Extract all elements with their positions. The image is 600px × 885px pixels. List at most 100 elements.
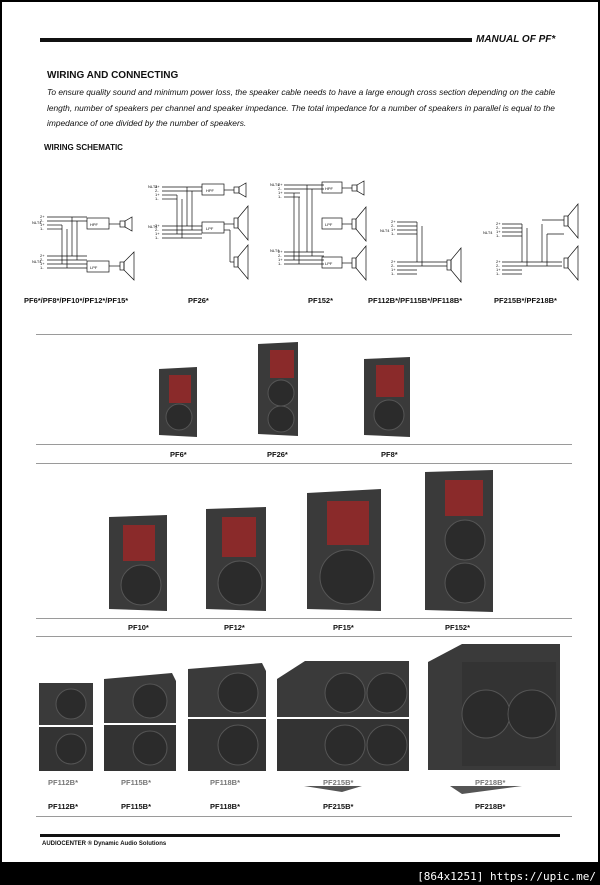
pin-label: 2+ (155, 223, 160, 228)
pin-label: 2- (496, 225, 500, 230)
connector-label-1a: NLT4 (32, 220, 42, 225)
connector-label-2b: NLT4 (148, 224, 158, 229)
product-label: PF6* (170, 450, 187, 459)
pin-label: 2- (391, 223, 395, 228)
pin-label: 2+ (40, 253, 45, 258)
schematic-caption: PF152* (308, 296, 334, 305)
connector-label-1b: NLT4 (32, 259, 42, 264)
reflection-label: PF215B* (323, 778, 354, 787)
schematic-caption: PF215B*/PF218B* (494, 296, 557, 305)
reflection-label: PF218B* (475, 778, 506, 787)
reflection-shadows (304, 786, 522, 794)
pin-label: 1- (278, 194, 282, 199)
reflection-label: PF118B* (210, 778, 241, 787)
pin-label: 1+ (155, 231, 160, 236)
footer-text: AUDIOCENTER ® Dynamic Audio Solutions (42, 841, 167, 847)
pin-label: 1+ (391, 227, 396, 232)
divider (36, 334, 572, 335)
subwoofer-pf115b (104, 673, 176, 771)
pin-label: 1+ (391, 267, 396, 272)
product-label: PF26* (267, 450, 288, 459)
speaker-pf15 (307, 489, 381, 611)
product-label: PF12* (224, 623, 245, 632)
pin-label: 2+ (278, 182, 283, 187)
pin-label: 2+ (391, 259, 396, 264)
pin-label: 1+ (40, 261, 45, 266)
pin-label: 1+ (40, 222, 45, 227)
connector-label-3b: NLT4 (270, 248, 280, 253)
product-label: PF115B* (121, 802, 152, 811)
product-label: PF118B* (210, 802, 241, 811)
schematic-title: WIRING SCHEMATIC (44, 143, 123, 152)
product-label: PF152* (445, 623, 471, 632)
pin-label: 1+ (496, 229, 501, 234)
speaker-pf26 (258, 342, 298, 436)
speaker-pf8 (364, 357, 410, 437)
pin-label: 1- (40, 226, 44, 231)
product-label: PF15* (333, 623, 354, 632)
divider (36, 618, 572, 619)
pin-label: 1- (155, 196, 159, 201)
subwoofer-pf218b (428, 644, 560, 770)
divider (36, 636, 572, 637)
divider (36, 444, 572, 445)
footer-rule (40, 834, 560, 837)
intro-paragraph: To ensure quality sound and minimum powe… (47, 87, 556, 128)
pin-label: 2+ (278, 249, 283, 254)
watermark: [864x1251] https://upic.me/ (417, 870, 596, 883)
schematic-caption: PF26* (188, 296, 209, 305)
lpf-label-1: LPF (90, 265, 98, 270)
reflection-label: PF112B* (48, 778, 79, 787)
schematic-pf26 (162, 182, 249, 280)
product-label: PF112B* (48, 802, 79, 811)
product-label: PF215B* (323, 802, 354, 811)
pin-label: 1- (278, 261, 282, 266)
lpf-label-2: LPF (206, 226, 214, 231)
pin-label: 2- (278, 253, 282, 258)
pin-label: 2- (391, 263, 395, 268)
pin-label: 2- (155, 188, 159, 193)
connector-label-5: NLT4 (483, 230, 493, 235)
subwoofer-pf215b (277, 661, 409, 771)
subwoofer-pf118b (188, 663, 266, 771)
pin-label: 1- (496, 271, 500, 276)
pin-label: 1+ (278, 257, 283, 262)
manual-page: MANUAL OF PF* WIRING AND CONNECTING To e… (2, 2, 598, 862)
pin-label: 2+ (496, 221, 501, 226)
pin-label: 2+ (496, 259, 501, 264)
speaker-pf6 (159, 367, 197, 437)
lpf-label-3b: LPF (325, 261, 333, 266)
connector-label-2a: NLT4 (148, 184, 158, 189)
product-label: PF8* (381, 450, 398, 459)
section-title: WIRING AND CONNECTING (47, 70, 179, 81)
product-label: PF10* (128, 623, 149, 632)
wiring-schematic: NLT4 NLT4 HPF LPF NLT4 NLT4 HPF LPF NLT4… (32, 180, 579, 283)
schematic-pf152 (284, 180, 367, 281)
pin-label: 2+ (155, 184, 160, 189)
pin-label: 2- (496, 263, 500, 268)
header-title: MANUAL OF PF* (476, 34, 556, 45)
pin-label: 2- (40, 218, 44, 223)
schematic-caption: PF112B*/PF115B*/PF118B* (368, 296, 463, 305)
product-label: PF218B* (475, 802, 506, 811)
pin-label: 2+ (40, 214, 45, 219)
pin-label: 1+ (155, 192, 160, 197)
connector-label-3a: NLT4 (270, 182, 280, 187)
pin-label: 2- (278, 186, 282, 191)
schematic-pf112b (397, 221, 462, 283)
lpf-label-3a: LPF (325, 222, 333, 227)
schematic-two-way (47, 216, 135, 281)
hpf-label-2: HPF (206, 188, 215, 193)
schematic-pf215b (502, 203, 579, 281)
reflection-label: PF115B* (121, 778, 152, 787)
pin-label: 1- (40, 265, 44, 270)
speaker-pf12 (206, 507, 266, 611)
pin-label: 1+ (278, 190, 283, 195)
speaker-pf10 (109, 515, 167, 611)
hpf-label-3: HPF (325, 186, 334, 191)
connector-label-4: NLT4 (380, 228, 390, 233)
pin-label: 1- (391, 231, 395, 236)
divider (36, 816, 572, 817)
hpf-label-1: HPF (90, 222, 99, 227)
pin-label: 1- (391, 271, 395, 276)
